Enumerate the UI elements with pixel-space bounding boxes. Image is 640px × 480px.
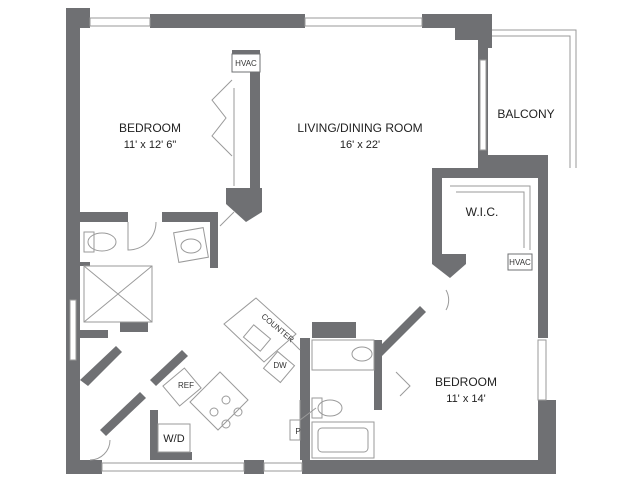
hvac-boxes	[231, 53, 533, 271]
shower-1	[83, 265, 153, 323]
range-counter	[189, 371, 249, 431]
doors	[89, 79, 450, 461]
dw-label: DW	[273, 361, 287, 370]
bathroom-1	[83, 227, 209, 323]
burner-1	[209, 407, 219, 417]
bedroom-2-label: BEDROOM	[435, 375, 497, 389]
balcony	[492, 29, 577, 168]
bedroom-2-dimensions: 11' x 14'	[446, 393, 485, 405]
dishwasher	[262, 350, 296, 384]
sink-1	[173, 227, 209, 263]
bathroom-2	[311, 339, 375, 459]
living-dining-label: LIVING/DINING ROOM	[297, 121, 422, 135]
pantry	[289, 419, 301, 441]
living-dining-dimensions: 16' x 22'	[340, 139, 380, 151]
counter-island	[223, 297, 297, 363]
tub-2	[311, 421, 375, 459]
windows	[69, 17, 547, 472]
counter-label: COUNTER	[260, 312, 296, 344]
hvac-box-1	[231, 53, 261, 73]
toilet-1	[83, 231, 95, 253]
wic-label: W.I.C.	[466, 205, 499, 219]
burner-3	[221, 395, 231, 405]
hvac-box-2	[507, 253, 533, 271]
toilet-bowl-2	[317, 399, 343, 417]
hvac-label-1: HVAC	[235, 59, 257, 68]
burner-4	[233, 407, 243, 417]
washer-dryer	[157, 423, 191, 453]
sink-basin-1	[180, 238, 202, 254]
exterior-walls	[66, 8, 556, 474]
refrigerator	[162, 367, 202, 407]
sink-basin-2	[351, 346, 373, 362]
hvac-label-2: HVAC	[509, 258, 531, 267]
balcony-label: BALCONY	[497, 107, 554, 121]
wd-label: W/D	[163, 433, 184, 445]
kitchen	[157, 297, 301, 453]
bedroom-1-label: BEDROOM	[119, 121, 181, 135]
pantry-label: P	[295, 427, 300, 436]
kitchen-sink	[242, 324, 272, 352]
wic-shelves	[450, 185, 531, 250]
ref-label: REF	[178, 381, 194, 390]
bedroom-1-dimensions: 11' x 12' 6"	[124, 139, 177, 151]
burner-2	[221, 419, 231, 429]
toilet-bowl-1	[87, 232, 117, 252]
toilet-2	[311, 397, 323, 419]
vanity-2	[311, 339, 375, 371]
